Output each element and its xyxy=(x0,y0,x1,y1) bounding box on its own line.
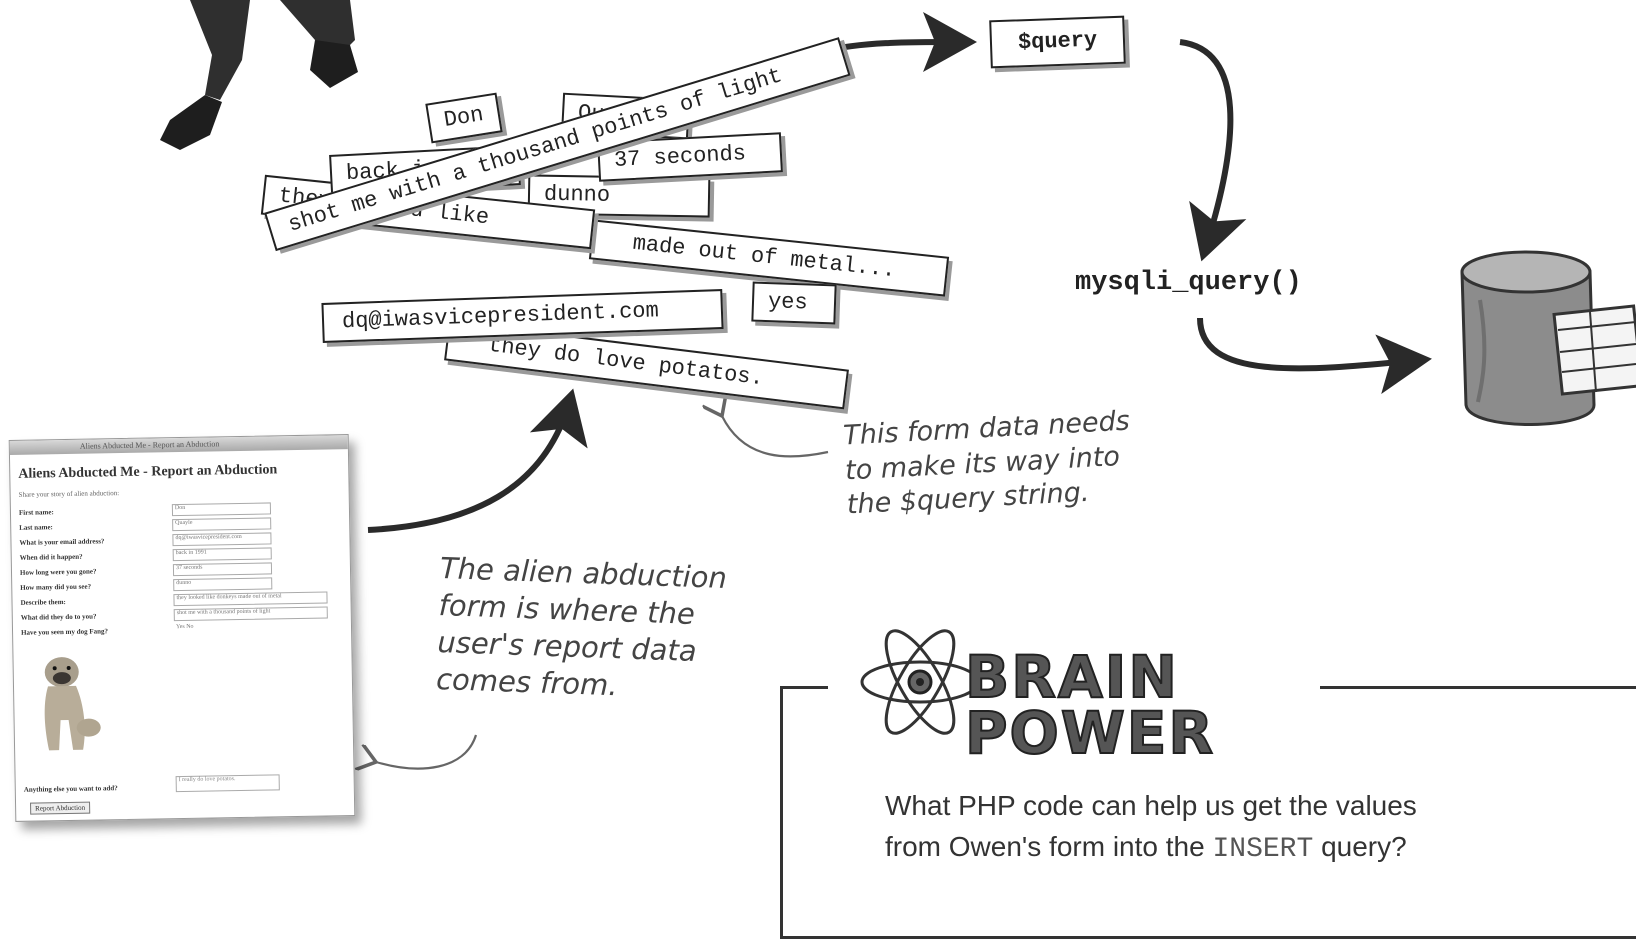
form-field-label: How long were you gone? xyxy=(19,567,97,577)
form-other-label: Anything else you want to add? xyxy=(23,784,118,794)
form-field-label: How many did you see? xyxy=(20,582,92,592)
form-intro: Share your story of alien abduction: xyxy=(18,489,120,499)
annotation-form-data: This form data needs to make its way int… xyxy=(842,405,1134,524)
brain-power-question: What PHP code can help us get the values… xyxy=(885,786,1417,870)
form-field-label: What is your email address? xyxy=(19,537,105,547)
form-field-input[interactable]: back in 1991 xyxy=(172,547,272,562)
form-field-label: First name: xyxy=(18,508,54,517)
mysqli-query-function-label: mysqli_query() xyxy=(1075,268,1302,298)
brain-power-question-code: INSERT xyxy=(1212,833,1314,865)
form-field-label: Last name: xyxy=(19,523,53,532)
annotation-arrow-form-data xyxy=(722,416,829,458)
brain-power-title-line2: POWER xyxy=(964,699,1216,767)
form-field-input[interactable]: they looked like donkeys made out of met… xyxy=(173,591,328,607)
form-submit-button[interactable]: Report Abduction xyxy=(30,801,91,815)
brain-power-question-line2: from Owen's form into the INSERT query? xyxy=(885,827,1417,871)
form-window-titlebar: Aliens Abducted Me - Report an Abduction xyxy=(9,435,348,455)
person-legs-illustration xyxy=(160,0,358,150)
form-other-textarea[interactable]: I really do love potatos. xyxy=(175,774,280,793)
database-icon xyxy=(1460,250,1636,426)
form-heading: Aliens Abducted Me - Report an Abduction xyxy=(18,462,278,482)
annotation-form-source: The alien abduction form is where the us… xyxy=(435,550,728,708)
arrow-form-to-strips xyxy=(367,388,588,533)
atom-icon xyxy=(860,629,980,735)
form-field-input[interactable]: 37 seconds xyxy=(172,562,273,577)
dog-photo xyxy=(44,657,101,751)
form-radio-group[interactable]: Yes No xyxy=(175,623,194,631)
arrow-query-to-mysqli xyxy=(1179,39,1247,262)
form-field-label: Have you seen my dog Fang? xyxy=(20,627,109,637)
form-field-input[interactable]: dq@iwasvicepresident.com xyxy=(172,532,272,547)
arrow-mysqli-to-database xyxy=(1197,317,1432,395)
form-field-input[interactable]: shot me with a thousand points of light xyxy=(173,606,328,622)
form-field-label: What did they do to you? xyxy=(20,612,97,622)
data-strip-don: Don xyxy=(425,92,503,144)
data-strip-email: dq@iwasvicepresident.com xyxy=(321,289,724,344)
form-field-input[interactable]: Quayle xyxy=(172,517,272,532)
form-field-label: Describe them: xyxy=(20,598,66,607)
query-variable-label: $query xyxy=(989,15,1127,69)
form-field-label: When did it happen? xyxy=(19,552,83,562)
brain-power-question-line1: What PHP code can help us get the values xyxy=(885,790,1417,821)
abduction-form-screenshot: Aliens Abducted Me - Report an Abduction… xyxy=(8,434,356,822)
brain-power-question-text: query? xyxy=(1313,830,1407,862)
annotation-arrow-form-source xyxy=(376,734,478,769)
data-strip-yes: yes xyxy=(751,281,837,325)
form-field-input[interactable]: Don xyxy=(171,502,272,517)
form-field-input[interactable]: dunno xyxy=(173,577,273,592)
brain-power-question-text: from Owen's form into the xyxy=(885,830,1213,862)
brain-power-title-line1: BRAIN xyxy=(964,643,1179,711)
